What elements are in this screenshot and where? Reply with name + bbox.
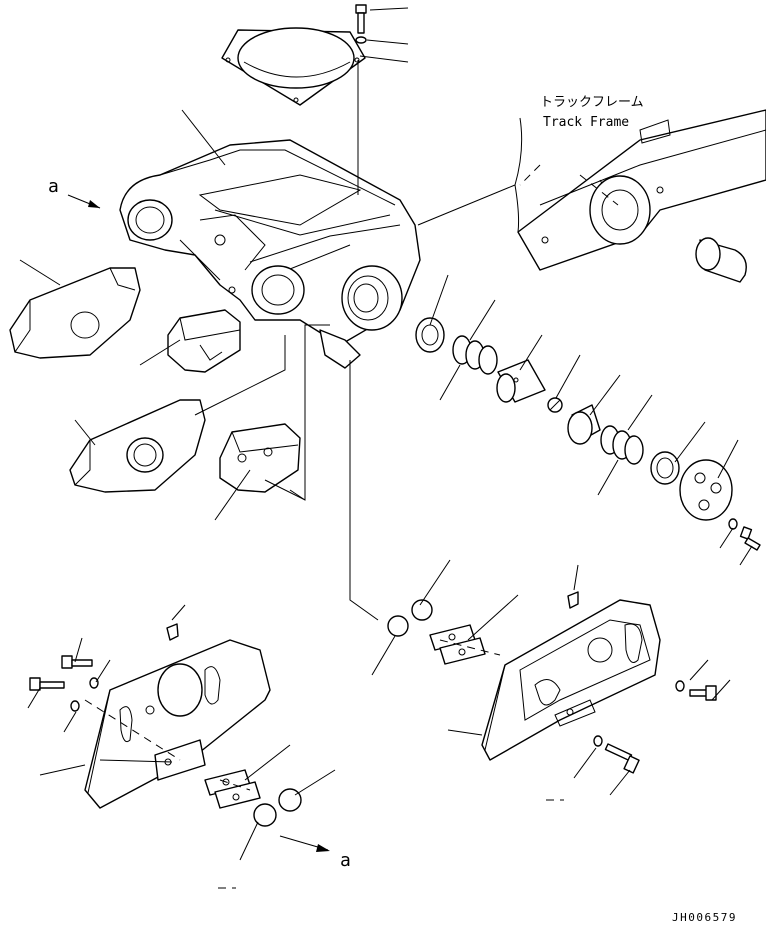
- right-plate-washer-2: [593, 735, 603, 747]
- track-frame-en-label: Track Frame: [543, 115, 629, 130]
- shims-lower: [204, 769, 261, 809]
- lower-link-plate: [69, 399, 206, 493]
- seal-ring-1: [452, 335, 498, 375]
- left-plate-bolt-2: [29, 677, 65, 691]
- right-plate-bolt-2: [604, 743, 640, 774]
- pivot-pin: [496, 359, 546, 403]
- left-plate-grease-fitting: [166, 623, 179, 641]
- end-cap-plate: [679, 459, 733, 521]
- cover-bolt: [355, 4, 367, 34]
- plug-cylinder: [695, 237, 747, 283]
- upper-link-plate: [9, 267, 141, 359]
- bushing-1: [415, 317, 445, 353]
- cap-bolt: [739, 526, 761, 551]
- right-plate-washer-1: [675, 680, 685, 692]
- right-side-plate: [481, 599, 661, 761]
- view-arrow-bottom: [279, 835, 330, 852]
- left-plate-washer-2: [70, 700, 80, 712]
- small-block-lower: [219, 423, 301, 493]
- view-marker-top-label: a: [48, 176, 59, 197]
- leader-lines: [19, 7, 753, 861]
- spacer-upper: [387, 599, 433, 637]
- track-frame-jp-label: トラックフレーム: [540, 95, 644, 110]
- cap-washer: [728, 518, 738, 530]
- main-frame-body: [119, 139, 421, 369]
- bushing-2: [567, 404, 601, 445]
- top-cover: [221, 27, 366, 106]
- lock-pin: [547, 397, 563, 413]
- left-plate-washer-1: [89, 677, 99, 689]
- assembly-lines: [194, 60, 516, 621]
- small-block-upper: [167, 309, 241, 373]
- track-frame-section: [514, 109, 766, 271]
- view-arrow-top: [67, 194, 101, 209]
- right-plate-bolt-1: [689, 685, 717, 701]
- left-plate-bolt-1: [61, 655, 93, 669]
- cover-washer: [355, 36, 367, 44]
- view-marker-bottom-label: a: [340, 850, 351, 871]
- spacer-lower: [253, 788, 302, 827]
- shims-upper: [429, 624, 486, 665]
- alignment-lines: [84, 164, 619, 791]
- thrust-ring: [650, 451, 680, 485]
- right-plate-grease-fitting: [567, 591, 579, 609]
- seal-ring-2: [600, 425, 644, 465]
- drawing-number: JH006579: [672, 911, 737, 924]
